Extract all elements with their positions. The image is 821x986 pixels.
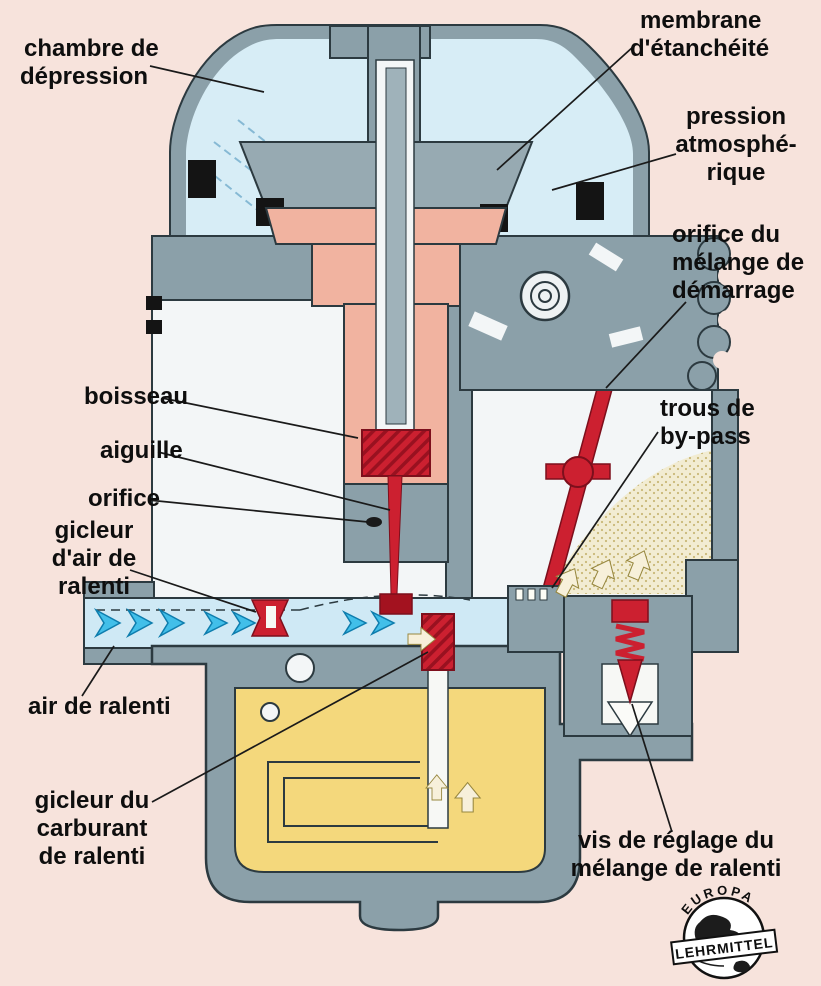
leader-pression [551, 153, 677, 191]
europa-lehrmittel-logo: EUROPA LEHRMITTEL [670, 883, 779, 980]
screw-spring [615, 623, 645, 662]
fuel-gallery-wall [267, 761, 438, 843]
bypass-hole [527, 588, 536, 601]
casting-glint [608, 326, 644, 348]
label-boisseau: boisseau [84, 383, 188, 410]
fuel-jet-body [421, 613, 455, 671]
label-membrane-line1: membrane [640, 7, 761, 34]
label-vis-reglage-line2: mélange de ralenti [571, 855, 782, 882]
needle-jet [379, 593, 413, 615]
label-gicleur-carburant-line3: de ralenti [39, 843, 146, 870]
label-pression-line2: atmosphé- [675, 131, 796, 158]
fuel-gallery-wall [283, 777, 438, 827]
screw-tip-cone [617, 659, 643, 705]
screw-head [611, 599, 649, 623]
label-air-ralenti: air de ralenti [28, 693, 171, 720]
label-pression-line3: rique [707, 159, 766, 186]
leader-lines [81, 45, 687, 833]
fuel-bowl [234, 653, 546, 873]
label-orifice-demarrage-line1: orifice du [672, 221, 780, 248]
casting-scallop [718, 310, 738, 330]
leader-boisseau [161, 397, 359, 439]
casting-glint [468, 311, 508, 341]
left-seal-block-top [146, 296, 162, 310]
idle-mixture-screw-assembly [563, 595, 693, 738]
label-trous-bypass-line1: trous de [660, 395, 755, 422]
bowl-screw-hole [260, 702, 280, 722]
label-chambre-line1: chambre de [24, 35, 159, 62]
idle-air-jet [250, 599, 290, 637]
leader-air-ralenti [81, 645, 115, 697]
label-vis-reglage-line1: vis de réglage du [578, 827, 774, 854]
leader-orifice-demarrage [605, 301, 687, 389]
logo-continent-small [733, 960, 750, 973]
starter-valve-ball [562, 456, 594, 488]
throttle-block [507, 585, 567, 653]
label-membrane-line2: d'étanchéité [630, 35, 769, 62]
left-seal-block-bottom [146, 320, 162, 334]
label-trous-bypass-line2: by-pass [660, 423, 751, 450]
orifice-hole [366, 517, 382, 527]
leader-vis-reglage [631, 703, 673, 833]
leader-trous-bypass [551, 431, 659, 589]
diaphragm-seal-right [576, 182, 604, 220]
leader-gicleur-carburant [151, 651, 429, 803]
bypass-hole [515, 588, 524, 601]
air-jet-bore [266, 606, 276, 628]
label-gicleur-air-line2: d'air de [52, 545, 136, 572]
label-gicleur-carburant-line2: carburant [37, 815, 148, 842]
piston-assembly [188, 25, 604, 615]
casting-glint [588, 242, 624, 272]
damper-rod [385, 67, 407, 425]
label-pression-line1: pression [686, 103, 786, 130]
flow-dashed-curve [299, 594, 471, 611]
label-aiguille: aiguille [100, 437, 183, 464]
label-gicleur-air-line1: gicleur [55, 517, 134, 544]
leader-membrane [496, 45, 635, 171]
label-orifice-demarrage-line3: démarrage [672, 277, 795, 304]
leader-chambre [149, 65, 265, 93]
leader-aiguille [157, 451, 391, 511]
casting-scallop [713, 351, 731, 369]
label-chambre-line2: dépression [20, 63, 148, 90]
label-orifice: orifice [88, 485, 160, 512]
diaphragm-seal-left [188, 160, 216, 198]
needle-seat [361, 429, 431, 477]
label-gicleur-air-line3: ralenti [58, 573, 130, 600]
right-wall [711, 389, 739, 563]
label-gicleur-carburant-line1: gicleur du [35, 787, 150, 814]
mixture-stipple-zone [548, 450, 714, 594]
leader-orifice [147, 499, 369, 523]
leader-gicleur-air [129, 569, 257, 613]
screw-head-circle [519, 270, 571, 322]
right-lower-flange [685, 559, 739, 653]
airflow-chevrons [93, 608, 396, 638]
diagram-labels: chambre de dépression membrane d'étanché… [20, 7, 804, 882]
casting-scallop [718, 266, 738, 286]
label-orifice-demarrage-line2: mélange de [672, 249, 804, 276]
fuel-pickup-tube [427, 667, 449, 829]
bypass-hole [539, 588, 548, 601]
passage-port-circle [285, 653, 315, 683]
